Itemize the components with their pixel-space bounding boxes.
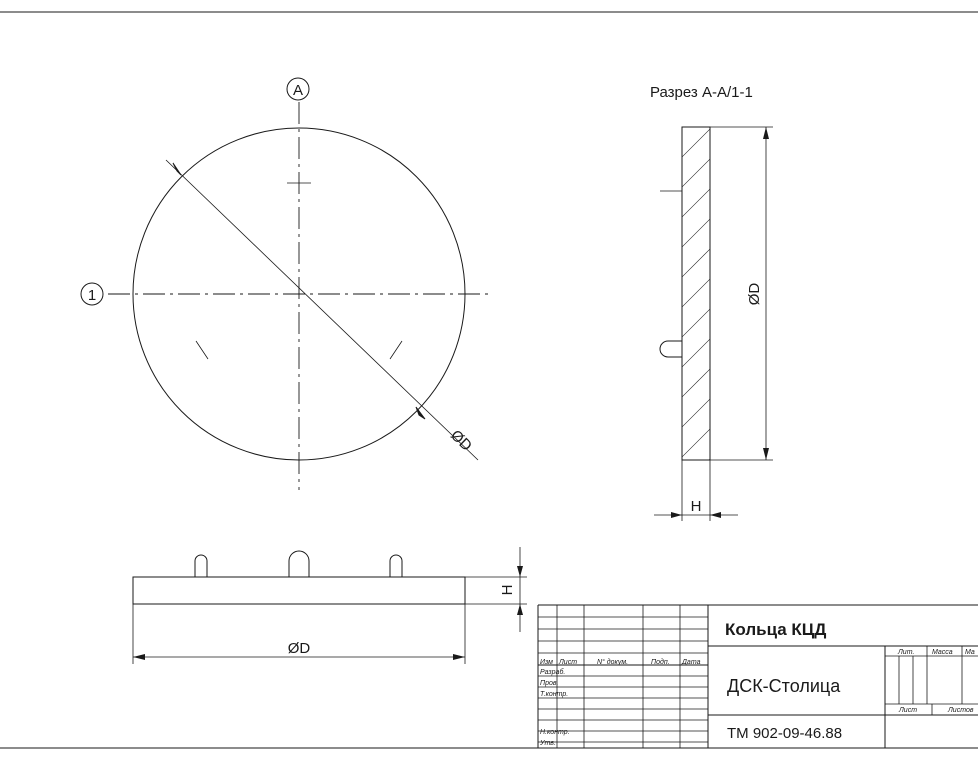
- axis-1-bubble: [80, 282, 104, 306]
- row-tkontr: Т.контр.: [540, 691, 568, 698]
- section-view: Разрез А-А/1-1 ØD H: [650, 84, 773, 521]
- section-loop-bottom: [659, 340, 682, 358]
- sheet-frame: [0, 11, 978, 749]
- product-title: Кольца КЦД: [725, 620, 826, 639]
- cell-massa: Масса: [932, 649, 953, 656]
- row-utv: Утв.: [539, 740, 556, 747]
- side-loop-left: [194, 554, 208, 577]
- section-slab: [681, 126, 711, 461]
- diameter-dimension-line: [165, 159, 479, 461]
- loop-mark-left: [195, 340, 209, 360]
- section-hatch: [682, 128, 710, 460]
- side-loop-center: [288, 550, 310, 577]
- document-code: ТМ 902-09-46.88: [727, 725, 842, 742]
- col-podp: Подп.: [651, 658, 670, 666]
- col-ndokum: N° докум.: [597, 658, 628, 666]
- cell-list: Лист: [898, 707, 917, 714]
- col-data: Дата: [681, 659, 701, 666]
- side-slab: [132, 576, 466, 605]
- side-view: ØD H: [132, 547, 527, 664]
- plan-view: A 1 ØD: [80, 77, 493, 490]
- section-title: Разрез А-А/1-1: [650, 84, 753, 101]
- row-prov: Пров.: [540, 680, 559, 687]
- organization-name: ДСК-Столица: [727, 676, 841, 696]
- side-loop-right: [389, 554, 403, 577]
- cell-masshtab: Ма: [965, 649, 975, 656]
- title-block: Кольца КЦД ДСК-Столица ТМ 902-09-46.88 И…: [537, 604, 978, 748]
- axis-a-label: A: [293, 82, 303, 99]
- row-nkontr: Н.контр.: [540, 729, 570, 736]
- cell-listov: Листов: [947, 707, 974, 714]
- row-razrab: Разраб.: [540, 668, 565, 676]
- side-diameter-label: ØD: [288, 640, 311, 657]
- loop-mark-right: [389, 340, 403, 360]
- section-diameter-label: ØD: [746, 283, 763, 306]
- section-thickness-label: H: [691, 498, 702, 515]
- col-izm: Изм: [540, 659, 553, 666]
- cell-lit: Лит.: [897, 649, 914, 656]
- col-list: Лист: [558, 659, 577, 666]
- axis-a-bubble: [286, 77, 310, 101]
- side-thickness-label: H: [499, 585, 516, 596]
- plan-diameter-label: ØD: [447, 427, 475, 455]
- axis-1-label: 1: [88, 287, 96, 304]
